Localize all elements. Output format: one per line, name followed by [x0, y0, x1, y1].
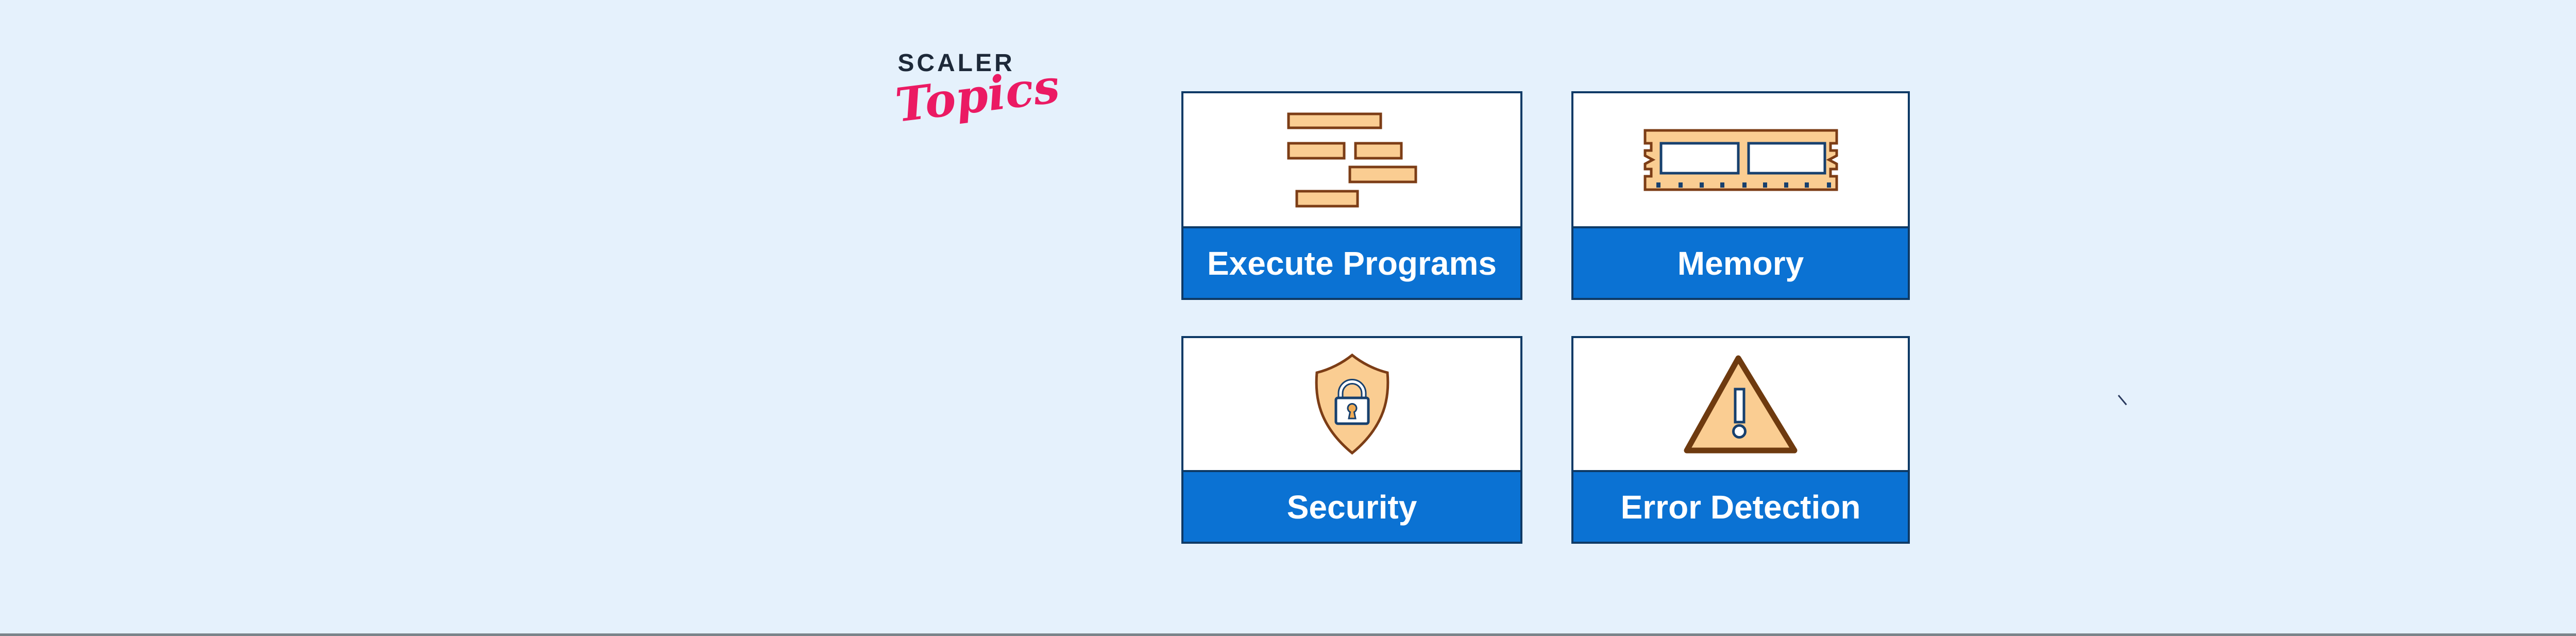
- stray-diagonal-mark: [2117, 395, 2127, 406]
- card-execute-programs: Execute Programs: [1181, 91, 1522, 300]
- ram-memory-icon: [1643, 129, 1838, 191]
- program-blocks-icon: [1287, 112, 1417, 207]
- security-label-bar: Security: [1183, 470, 1520, 542]
- logo-scaler-text: SCALER: [897, 49, 1015, 77]
- scaler-topics-logo: SCALER Topics: [892, 49, 1062, 133]
- card-security: Security: [1181, 336, 1522, 544]
- card-label: Security: [1286, 488, 1417, 526]
- security-icon-panel: [1183, 338, 1520, 470]
- logo-topics-text: Topics: [892, 58, 1063, 133]
- card-memory: Memory: [1571, 91, 1910, 300]
- execute-programs-label-bar: Execute Programs: [1183, 226, 1520, 298]
- card-error-detection: Error Detection: [1571, 336, 1910, 544]
- card-label: Memory: [1677, 244, 1804, 282]
- memory-icon-panel: [1573, 93, 1908, 226]
- error-detection-icon-panel: [1573, 338, 1908, 470]
- memory-label-bar: Memory: [1573, 226, 1908, 298]
- shield-lock-icon: [1315, 353, 1389, 455]
- execute-programs-icon-panel: [1183, 93, 1520, 226]
- bottom-border-line: [0, 633, 2576, 636]
- card-label: Error Detection: [1620, 488, 1861, 526]
- card-label: Execute Programs: [1207, 244, 1497, 282]
- error-detection-label-bar: Error Detection: [1573, 470, 1908, 542]
- warning-triangle-icon: [1684, 355, 1798, 453]
